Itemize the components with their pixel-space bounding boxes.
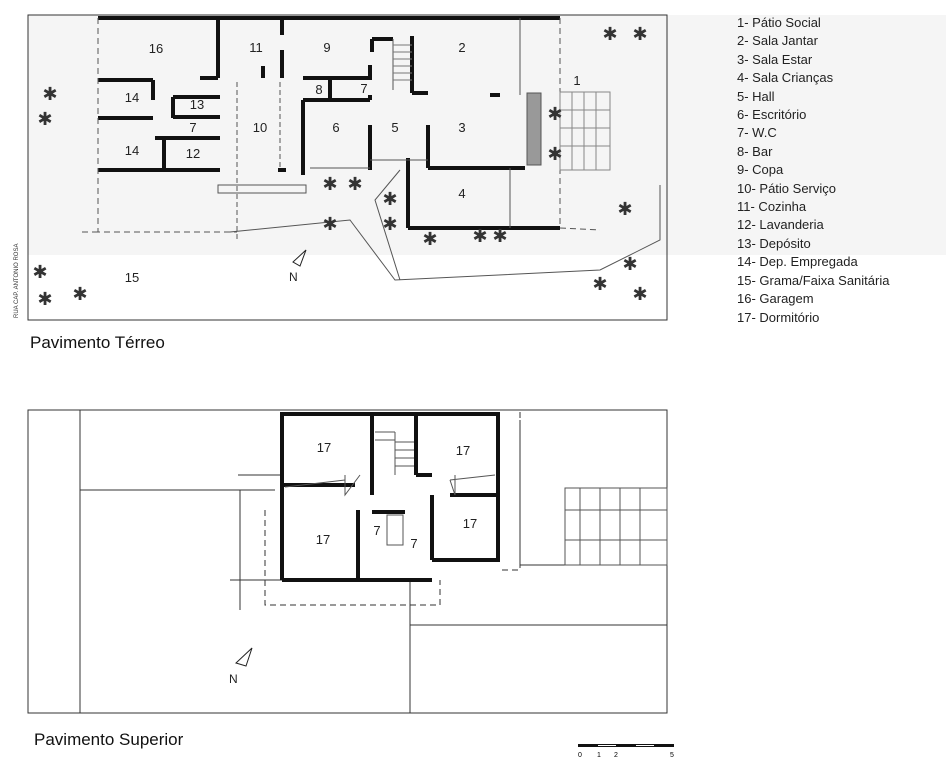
svg-text:✱: ✱ bbox=[322, 214, 337, 234]
north-label: N bbox=[289, 270, 298, 284]
svg-text:✱: ✱ bbox=[592, 274, 607, 294]
legend-item: 3- Sala Estar bbox=[737, 51, 813, 67]
legend-item: 9- Copa bbox=[737, 162, 784, 178]
svg-text:17: 17 bbox=[316, 532, 330, 547]
svg-text:13: 13 bbox=[190, 97, 204, 112]
plant-icons: ✱✱✱ ✱✱ ✱✱✱ ✱✱ ✱✱ ✱✱ ✱✱ ✱✱✱ ✱✱ bbox=[32, 24, 647, 309]
bar-counter bbox=[526, 92, 542, 166]
legend-item: 6- Escritório bbox=[737, 107, 807, 123]
legend-item: 13- Depósito bbox=[737, 235, 811, 251]
svg-text:✱: ✱ bbox=[32, 262, 47, 282]
legend-item: 10- Pátio Serviço bbox=[737, 180, 836, 196]
upper-floor-title: Pavimento Superior bbox=[34, 730, 184, 749]
svg-text:5: 5 bbox=[391, 120, 398, 135]
north-label: N bbox=[229, 672, 238, 686]
pergola bbox=[559, 91, 611, 171]
svg-text:✱: ✱ bbox=[42, 84, 57, 104]
svg-text:9: 9 bbox=[323, 40, 330, 55]
svg-text:✱: ✱ bbox=[632, 24, 647, 44]
svg-text:5: 5 bbox=[670, 752, 674, 759]
svg-text:17: 17 bbox=[456, 443, 470, 458]
svg-text:4: 4 bbox=[458, 186, 465, 201]
svg-text:1: 1 bbox=[597, 752, 601, 759]
svg-text:✱: ✱ bbox=[622, 254, 637, 274]
ground-floor-plan: ✱✱✱ ✱✱ ✱✱✱ ✱✱ ✱✱ ✱✱ ✱✱ ✱✱✱ ✱✱ RUA CAP. A… bbox=[14, 14, 946, 321]
svg-text:2: 2 bbox=[614, 752, 618, 759]
legend-item: 14- Dep. Empregada bbox=[737, 254, 858, 270]
svg-text:15: 15 bbox=[125, 270, 139, 285]
svg-text:7: 7 bbox=[410, 536, 417, 551]
scale-bar: 0 1 2 5 bbox=[578, 744, 674, 759]
svg-text:7: 7 bbox=[360, 81, 367, 96]
svg-text:2: 2 bbox=[458, 40, 465, 55]
legend-item: 16- Garagem bbox=[737, 291, 814, 307]
svg-text:16: 16 bbox=[149, 41, 163, 56]
svg-text:✱: ✱ bbox=[422, 229, 437, 249]
legend-item: 2- Sala Jantar bbox=[737, 33, 818, 49]
svg-text:11: 11 bbox=[249, 40, 263, 55]
svg-text:✱: ✱ bbox=[37, 289, 52, 309]
svg-text:10: 10 bbox=[253, 120, 267, 135]
svg-text:✱: ✱ bbox=[322, 174, 337, 194]
svg-text:✱: ✱ bbox=[72, 284, 87, 304]
svg-text:✱: ✱ bbox=[382, 214, 397, 234]
legend-item: 15- Grama/Faixa Sanitária bbox=[737, 272, 890, 288]
legend-item: 17- Dormitório bbox=[737, 309, 820, 325]
svg-text:✱: ✱ bbox=[492, 226, 507, 246]
svg-text:17: 17 bbox=[463, 516, 477, 531]
legend-item: 11- Cozinha bbox=[737, 199, 807, 215]
ground-floor-title: Pavimento Térreo bbox=[30, 333, 165, 352]
svg-text:14: 14 bbox=[125, 143, 139, 158]
svg-text:✱: ✱ bbox=[382, 189, 397, 209]
legend-item: 4- Sala Crianças bbox=[737, 70, 834, 86]
svg-text:17: 17 bbox=[317, 440, 331, 455]
legend-item: 8- Bar bbox=[737, 143, 773, 159]
legend-item: 12- Lavanderia bbox=[737, 217, 824, 233]
svg-text:✱: ✱ bbox=[632, 284, 647, 304]
svg-text:1: 1 bbox=[573, 73, 580, 88]
svg-text:✱: ✱ bbox=[547, 144, 562, 164]
svg-text:7: 7 bbox=[373, 523, 380, 538]
svg-text:✱: ✱ bbox=[617, 199, 632, 219]
room-labels: 1 2 3 4 5 6 7 7 8 9 10 11 12 13 14 14 15… bbox=[125, 40, 581, 285]
north-arrow-icon bbox=[235, 647, 253, 667]
svg-text:3: 3 bbox=[458, 120, 465, 135]
svg-text:✱: ✱ bbox=[472, 226, 487, 246]
svg-text:✱: ✱ bbox=[602, 24, 617, 44]
svg-text:12: 12 bbox=[186, 146, 200, 161]
upper-floor-plan: N 17 17 17 17 7 7 bbox=[27, 409, 668, 714]
svg-text:0: 0 bbox=[578, 752, 582, 759]
legend-item: 5- Hall bbox=[737, 88, 775, 104]
svg-text:6: 6 bbox=[332, 120, 339, 135]
legend-item: 7- W.C bbox=[737, 125, 777, 141]
svg-text:8: 8 bbox=[315, 82, 322, 97]
street-label: RUA CAP. ANTONIO ROSA bbox=[14, 244, 20, 318]
legend-item: 1- Pátio Social bbox=[737, 15, 821, 30]
pergola bbox=[564, 487, 668, 566]
room-labels: 17 17 17 17 7 7 bbox=[316, 440, 477, 551]
svg-text:7: 7 bbox=[189, 120, 196, 135]
svg-text:14: 14 bbox=[125, 90, 139, 105]
north-arrow-icon bbox=[292, 249, 307, 267]
room-legend: 1- Pátio Social 2- Sala Jantar 3- Sala E… bbox=[737, 14, 889, 327]
svg-text:✱: ✱ bbox=[347, 174, 362, 194]
svg-text:✱: ✱ bbox=[547, 104, 562, 124]
svg-text:✱: ✱ bbox=[37, 109, 52, 129]
